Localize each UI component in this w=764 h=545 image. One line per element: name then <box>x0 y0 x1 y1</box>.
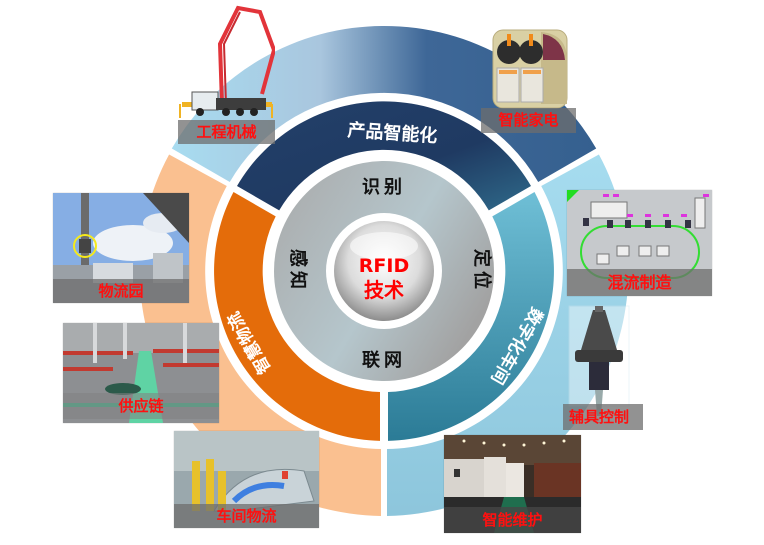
photo-fixture-control: 辅具控制 <box>563 304 643 432</box>
photo-label: 物流园 <box>53 279 189 303</box>
inner-label-locate: 定位 <box>471 249 493 293</box>
center-title: RFID <box>359 255 409 277</box>
photo-label: 混流制造 <box>567 269 712 296</box>
middle-ring <box>214 101 554 441</box>
welding-robots-icon <box>174 431 319 512</box>
photo-label: 智能维护 <box>444 507 581 533</box>
photo-smart-maintenance: 智能维护 <box>444 435 581 533</box>
photo-label: 智能家电 <box>481 108 576 133</box>
photo-workshop-logistics: 车间物流 <box>174 431 319 528</box>
photo-label: 工程机械 <box>178 120 275 144</box>
concrete-pump-truck-icon <box>179 5 275 118</box>
photo-engineering-machinery: 工程机械 <box>178 4 275 144</box>
photo-smart-appliance: 智能家电 <box>481 26 576 133</box>
inner-label-identify: 识别 <box>362 177 406 198</box>
photo-label: 供应链 <box>63 393 219 419</box>
inner-label-sense: 感知 <box>287 249 309 293</box>
slush-machine-icon <box>492 29 568 109</box>
inner-label-network: 联网 <box>362 350 406 371</box>
photo-logistics-park: 物流园 <box>53 193 189 303</box>
photo-label: 车间物流 <box>174 504 319 528</box>
center-subtitle: 技术 <box>364 278 404 302</box>
factory-floor-icon <box>63 323 219 423</box>
middle-segment-product <box>237 101 531 211</box>
tool-holder-icon <box>568 305 630 416</box>
middle-segment-workshop <box>388 192 554 441</box>
photo-supply-chain: 供应链 <box>63 323 219 423</box>
middle-segment-logistics <box>214 192 380 441</box>
photo-label: 辅具控制 <box>563 404 643 430</box>
outer-segment-logistics <box>139 154 381 516</box>
outer-segment-product <box>171 25 597 182</box>
photo-mixed-flow-manufacturing: 混流制造 <box>567 190 712 296</box>
